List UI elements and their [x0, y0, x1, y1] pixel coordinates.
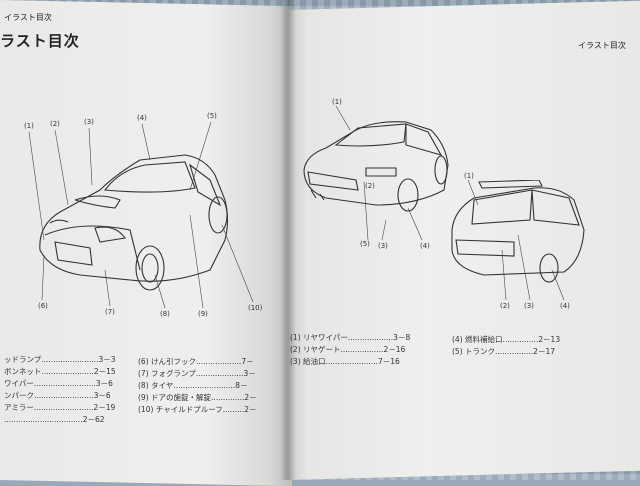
sedan-callout-2: (2) — [365, 182, 375, 190]
book-gutter — [280, 0, 296, 480]
wagon-callout-4: (4) — [560, 302, 570, 310]
legend-item-3: (3) 給油口......................7－16 — [290, 357, 400, 366]
front-car-illustration — [39, 154, 229, 291]
legend-item-1: (1) リヤワイパー...................3－8 — [290, 333, 411, 342]
callout-2: (2) — [50, 120, 60, 128]
right-page-header: イラスト目次 — [578, 41, 626, 50]
wagon-callout-3: (3) — [524, 302, 534, 310]
callout-leaders-left — [28, 121, 254, 309]
legend-item-4: (4) 燃料補給口...............2－13 — [452, 335, 561, 344]
callout-5: (5) — [207, 112, 217, 120]
callout-9: (9) — [198, 310, 208, 318]
legend-item-2: (2) リヤゲート..................2－16 — [290, 345, 406, 354]
callout-leaders-right — [335, 105, 565, 301]
callout-10: (10) — [248, 304, 263, 312]
wagon-rear-illustration — [451, 180, 585, 283]
sedan-callout-1: (1) — [332, 98, 342, 106]
legend-item-5: (5) トランク................2－17 — [452, 347, 555, 356]
breadcrumb: イラスト目次 — [4, 13, 52, 22]
index-item-9r: (9) ドアの施錠・解錠..............2－ — [138, 393, 257, 402]
index-item-8r: (8) タイヤ..........................8－ — [138, 381, 248, 390]
index-item-6: .................................2－62 — [4, 415, 105, 424]
index-item-10r: (10) チャイルドプルーフ.........2－ — [138, 405, 257, 414]
index-item-3: ワイパー..........................3－6 — [4, 379, 113, 388]
index-item-5: アミラー.........................2－19 — [4, 403, 116, 412]
wagon-callout-1: (1) — [464, 172, 474, 180]
page-title: ラスト目次 — [0, 32, 80, 50]
callout-3: (3) — [84, 118, 94, 126]
sedan-callout-3: (3) — [378, 242, 388, 250]
callout-8: (8) — [160, 310, 170, 318]
sedan-callout-4: (4) — [420, 242, 430, 250]
index-item-7r: (7) フォグランプ....................3－ — [138, 369, 256, 378]
index-item-6r: (6) けん引フック...................7－ — [138, 357, 254, 366]
sedan-callout-5: (5) — [360, 240, 370, 248]
callout-4: (4) — [137, 114, 147, 122]
callout-7: (7) — [105, 308, 115, 316]
sedan-rear-illustration — [303, 121, 449, 212]
index-item-2: ボンネット......................2－15 — [4, 367, 116, 376]
wagon-callout-2: (2) — [500, 302, 510, 310]
callout-1: (1) — [24, 122, 34, 130]
callout-6: (6) — [38, 302, 48, 310]
index-item-4: ンパーク.........................3－6 — [4, 391, 111, 400]
index-item-1: ッドランプ........................3－3 — [4, 355, 116, 364]
